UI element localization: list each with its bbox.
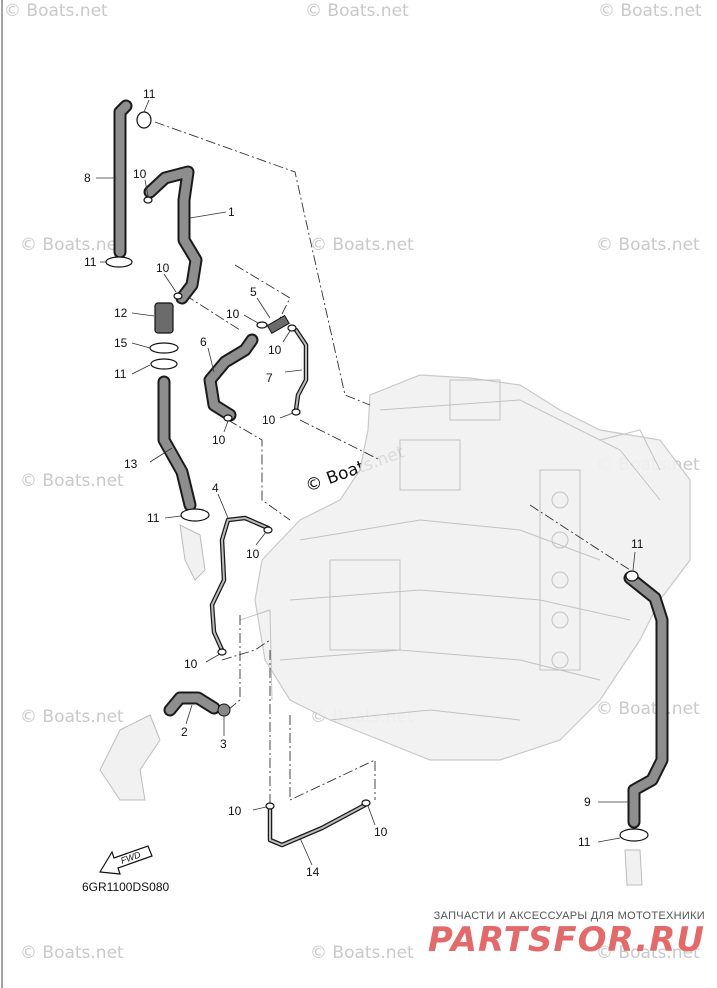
reference-lines — [154, 121, 631, 815]
hose-13 — [157, 375, 197, 512]
watermark: © Boats.net — [596, 699, 700, 719]
hose-1 — [143, 165, 203, 305]
hose-9 — [623, 571, 669, 829]
callouts: 11 8 1 10 11 10 12 15 11 13 11 5 10 6 10… — [84, 87, 644, 879]
watermark: © Boats.net — [20, 235, 124, 255]
hose-8 — [113, 99, 133, 259]
clamp-10 — [173, 292, 183, 300]
hose-4 — [209, 515, 271, 653]
callout-1: 1 — [228, 205, 235, 219]
clamp-11 — [150, 358, 178, 370]
watermark: © Boats.net — [598, 1, 702, 21]
leader-lines — [96, 99, 636, 866]
clamp-10 — [143, 196, 153, 204]
diagram-code: 6GR1100DS080 — [82, 880, 170, 894]
callout-2: 2 — [181, 725, 188, 739]
brand-tagline: ЗАПЧАСТИ И АКСЕССУАРЫ ДЛЯ МОТОТЕХНИКИ — [433, 910, 705, 922]
callout-3: 3 — [220, 737, 227, 751]
clamp-10 — [291, 408, 301, 416]
watermark: © Boats.net — [20, 707, 124, 727]
clamp-10 — [287, 324, 297, 332]
clamp-10 — [265, 802, 275, 810]
clamp-10 — [256, 321, 268, 329]
callout-11: 11 — [631, 537, 644, 551]
callout-13: 13 — [124, 457, 138, 471]
callout-14: 14 — [306, 865, 320, 879]
watermark: © Boats.net — [596, 943, 700, 963]
part-3 — [217, 703, 231, 717]
callout-10: 10 — [374, 825, 388, 839]
callout-11: 11 — [143, 87, 156, 101]
callout-11: 11 — [147, 511, 160, 525]
clamp-10 — [223, 414, 233, 422]
clamp-10 — [217, 648, 227, 656]
callout-10: 10 — [156, 261, 170, 275]
clamp-11 — [625, 570, 639, 582]
clamp-11 — [180, 508, 210, 522]
clamp-10 — [361, 799, 371, 807]
watermark: © Boats.net — [596, 235, 700, 255]
callout-7: 7 — [266, 371, 273, 385]
brand-logo: ЗАПЧАСТИ И АКСЕССУАРЫ ДЛЯ МОТОТЕХНИКИ PA… — [428, 910, 705, 958]
hose-7 — [293, 327, 309, 413]
callout-10: 10 — [246, 547, 260, 561]
clamp-10 — [263, 526, 273, 534]
callout-11: 11 — [578, 835, 591, 849]
watermark: © Boats.net — [20, 943, 124, 963]
watermark: © Boats.net — [4, 1, 108, 21]
callout-4: 4 — [212, 481, 219, 495]
callout-8: 8 — [84, 171, 91, 185]
clamp-11 — [619, 828, 649, 842]
callout-11: 11 — [84, 255, 97, 269]
fwd-arrow: FWD — [98, 845, 153, 875]
callout-10: 10 — [228, 804, 242, 818]
callout-10: 10 — [226, 307, 240, 321]
callout-10: 10 — [262, 413, 276, 427]
clamp-15 — [149, 342, 179, 354]
watermark: © Boats.net — [305, 1, 409, 21]
watermark: © Boats.net — [310, 943, 414, 963]
ghost-part-lower-left — [99, 524, 643, 886]
callout-6: 6 — [200, 335, 207, 349]
clamp-11 — [136, 111, 152, 129]
clamps — [105, 111, 649, 842]
watermark: © Boats.net — [20, 471, 124, 491]
hose-6 — [203, 333, 259, 422]
callout-10: 10 — [268, 343, 282, 357]
callout-10: 10 — [212, 433, 226, 447]
hose-14 — [267, 802, 368, 848]
callout-5: 5 — [250, 285, 257, 299]
callout-10: 10 — [184, 657, 198, 671]
joint-12 — [154, 302, 174, 334]
engine-block — [239, 374, 691, 761]
callout-15: 15 — [114, 336, 128, 350]
callout-10: 10 — [133, 167, 147, 181]
joint-5 — [266, 314, 290, 335]
brand-name: PARTSFOR.RU — [427, 920, 705, 960]
clamp-11 — [105, 256, 133, 268]
callout-9: 9 — [584, 795, 591, 809]
callout-11: 11 — [114, 367, 127, 381]
hose-2 — [163, 691, 221, 717]
watermark: © Boats.net — [310, 235, 414, 255]
callout-12: 12 — [114, 306, 128, 320]
